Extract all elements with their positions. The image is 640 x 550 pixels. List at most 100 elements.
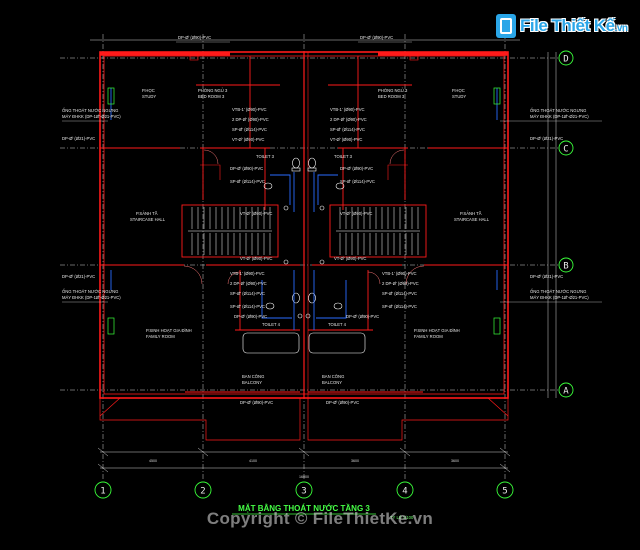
note-top-left: DP-Ø' (Ø90)-PVC <box>178 35 211 40</box>
note-balcony-right: DP-Ø' (Ø90)-PVC <box>326 400 359 405</box>
note-wc3-left-2: SP-Ø' (Ø114)-PVC <box>230 179 265 184</box>
ac-units <box>107 87 501 335</box>
filethietke-logo: File Thiết Kế.vn <box>496 14 636 42</box>
note-wc4-left: DP-Ø' (Ø90)-PVC <box>234 314 267 319</box>
axis-label-b: B <box>563 262 568 272</box>
note-stair-low-left: VT-Ø' (Ø90)-PVC <box>240 256 272 261</box>
door-swings <box>183 149 425 285</box>
axis-label-c: C <box>563 145 568 155</box>
room-balcony-right-1: BAN CÔNG <box>322 374 344 379</box>
note-stair-right: VT-Ø' (Ø90)-PVC <box>340 211 372 216</box>
copyright-watermark: Copyright © FileThietKe.vn <box>206 509 434 528</box>
axis-label-1: 1 <box>100 487 105 497</box>
note-c-left: DP-Ø' (Ø21)-PVC <box>62 136 95 141</box>
note-fam-stack-right-2: 2 DP-Ø' (Ø90)-PVC <box>382 281 419 286</box>
axis-label-a: A <box>563 387 569 397</box>
axis-label-d: D <box>563 55 568 65</box>
staircases <box>181 204 427 258</box>
note-side-upper-right-1: ỐNG THOÁT NƯỚC NGƯNG <box>530 108 586 113</box>
plumbing-fixtures <box>242 157 366 354</box>
note-fam-stack-left-2: 2 DP-Ø' (Ø90)-PVC <box>230 281 267 286</box>
room-family-left-2: FAMILY ROOM <box>146 334 175 339</box>
room-study-left-2: STUDY <box>142 94 156 99</box>
room-toilet3-right: TOILET 3 <box>334 154 353 159</box>
room-toilet3-left: TOILET 3 <box>256 154 275 159</box>
note-bed-stack-left-3: SP-Ø' (Ø114)-PVC <box>232 127 267 132</box>
note-wc3-right-1: DP-Ø' (Ø90)-PVC <box>340 166 373 171</box>
balcony-railing <box>99 397 509 441</box>
note-wc3-right-2: SP-Ø' (Ø114)-PVC <box>340 179 375 184</box>
note-bed-stack-left-1: VTB-1' (Ø90)-PVC <box>232 107 267 112</box>
note-fam-stack-left-3: SP-Ø' (Ø114)-PVC <box>230 291 265 296</box>
room-family-left-1: P.SINH HOẠT GIA ĐÌNH <box>146 328 192 333</box>
room-toilet4-right: TOILET 4 <box>328 322 347 327</box>
logo-text: File Thiết Kế <box>520 16 615 35</box>
note-fam-stack-right-3: SP-Ø' (Ø114)-PVC <box>382 291 417 296</box>
note-side-lower-left-1: ỐNG THOÁT NƯỚC NGƯNG <box>62 289 118 294</box>
note-wc3-left-1: DP-Ø' (Ø90)-PVC <box>230 166 263 171</box>
dim-bottom-3: 3600 <box>351 459 359 463</box>
axis-label-3: 3 <box>301 487 306 497</box>
note-bed-stack-right-4: VT-Ø' (Ø90)-PVC <box>330 137 362 142</box>
room-balcony-left-1: BAN CÔNG <box>242 374 264 379</box>
note-bed-stack-left-4: VT-Ø' (Ø90)-PVC <box>232 137 264 142</box>
file-logo-icon <box>496 14 516 38</box>
axis-label-5: 5 <box>502 487 507 497</box>
note-bed-stack-right-3: SP-Ø' (Ø114)-PVC <box>330 127 365 132</box>
drain-pipes <box>110 88 498 330</box>
axis-label-2: 2 <box>200 487 205 497</box>
note-top-right: DP-Ø' (Ø90)-PVC <box>360 35 393 40</box>
note-fam-stack-right-4: SP-Ø' (Ø114)-PVC <box>382 304 417 309</box>
axis-bubbles-rows <box>558 50 574 398</box>
note-b-right: DP-Ø' (Ø21)-PVC <box>530 274 563 279</box>
dimension-lines <box>90 39 557 473</box>
dim-bottom-1: 4500 <box>149 459 157 463</box>
interior-walls <box>100 55 508 393</box>
room-hall-right-1: P.SẢNH TẦ <box>460 211 482 216</box>
room-bed-left-2: BED ROOM 3 <box>198 94 225 99</box>
dim-bottom-4: 3600 <box>451 459 459 463</box>
note-c-right: DP-Ø' (Ø21)-PVC <box>530 136 563 141</box>
room-hall-left-2: STAIRCASE HALL <box>130 217 166 222</box>
room-toilet4-left: TOILET 4 <box>262 322 281 327</box>
note-side-upper-right-2: MÁY ĐHKK (DP-1Ø'-Ø21-PVC) <box>530 114 589 119</box>
note-wc4-right: DP-Ø' (Ø90)-PVC <box>346 314 379 319</box>
leader-lines <box>62 41 602 303</box>
room-hall-right-2: STAIRCASE HALL <box>454 217 490 222</box>
room-study-right-2: STUDY <box>452 94 466 99</box>
drawing-title: MẶT BẰNG THOÁT NƯỚC TẦNG 3 <box>238 503 370 513</box>
note-stair-left: VT-Ø' (Ø90)-PVC <box>240 211 272 216</box>
drawing-scale: TỶ LỆ 1/100 <box>390 515 414 520</box>
note-bed-stack-right-1: VTB-1' (Ø90)-PVC <box>330 107 365 112</box>
room-family-right-1: P.SINH HOẠT GIA ĐÌNH <box>414 328 460 333</box>
outer-walls <box>99 51 509 399</box>
note-side-lower-right-2: MÁY ĐHKK (DP-1Ø'-Ø21-PVC) <box>530 295 589 300</box>
note-bed-stack-right-2: 2 DP-Ø' (Ø90)-PVC <box>330 117 367 122</box>
note-stair-low-right: VT-Ø' (Ø90)-PVC <box>334 256 366 261</box>
logo-domain: .vn <box>614 23 628 34</box>
dim-bottom-2: 4100 <box>249 459 257 463</box>
note-fam-stack-right-1: VTB-1' (Ø90)-PVC <box>382 271 417 276</box>
axis-bubbles-columns <box>94 481 514 499</box>
room-balcony-right-2: BALCONY <box>322 380 342 385</box>
note-side-upper-left-1: ỐNG THOÁT NƯỚC NGƯNG <box>62 108 118 113</box>
room-balcony-left-2: BALCONY <box>242 380 262 385</box>
note-fam-stack-left-4: SP-Ø' (Ø114)-PVC <box>230 304 265 309</box>
dim-total: 16000 <box>299 475 309 479</box>
room-family-right-2: FAMILY ROOM <box>414 334 443 339</box>
note-side-lower-right-1: ỐNG THOÁT NƯỚC NGƯNG <box>530 289 586 294</box>
note-balcony-left: DP-Ø' (Ø90)-PVC <box>240 400 273 405</box>
room-bed-left-1: PHÒNG NGỦ 3 <box>198 88 228 93</box>
room-hall-left-1: P.SẢNH TẦ <box>136 211 158 216</box>
room-study-right-1: P.HỌC <box>452 88 465 93</box>
room-study-left-1: P.HỌC <box>142 88 155 93</box>
note-bed-stack-left-2: 2 DP-Ø' (Ø90)-PVC <box>232 117 269 122</box>
room-bed-right-2: BED ROOM 3 <box>378 94 405 99</box>
note-side-upper-left-2: MÁY ĐHKK (DP-1Ø'-Ø21-PVC) <box>62 114 121 119</box>
axis-label-4: 4 <box>402 487 407 497</box>
note-fam-stack-left-1: VTB-1' (Ø90)-PVC <box>230 271 265 276</box>
note-side-lower-left-2: MÁY ĐHKK (DP-1Ø'-Ø21-PVC) <box>62 295 121 300</box>
room-bed-right-1: PHÒNG NGỦ 3 <box>378 88 408 93</box>
